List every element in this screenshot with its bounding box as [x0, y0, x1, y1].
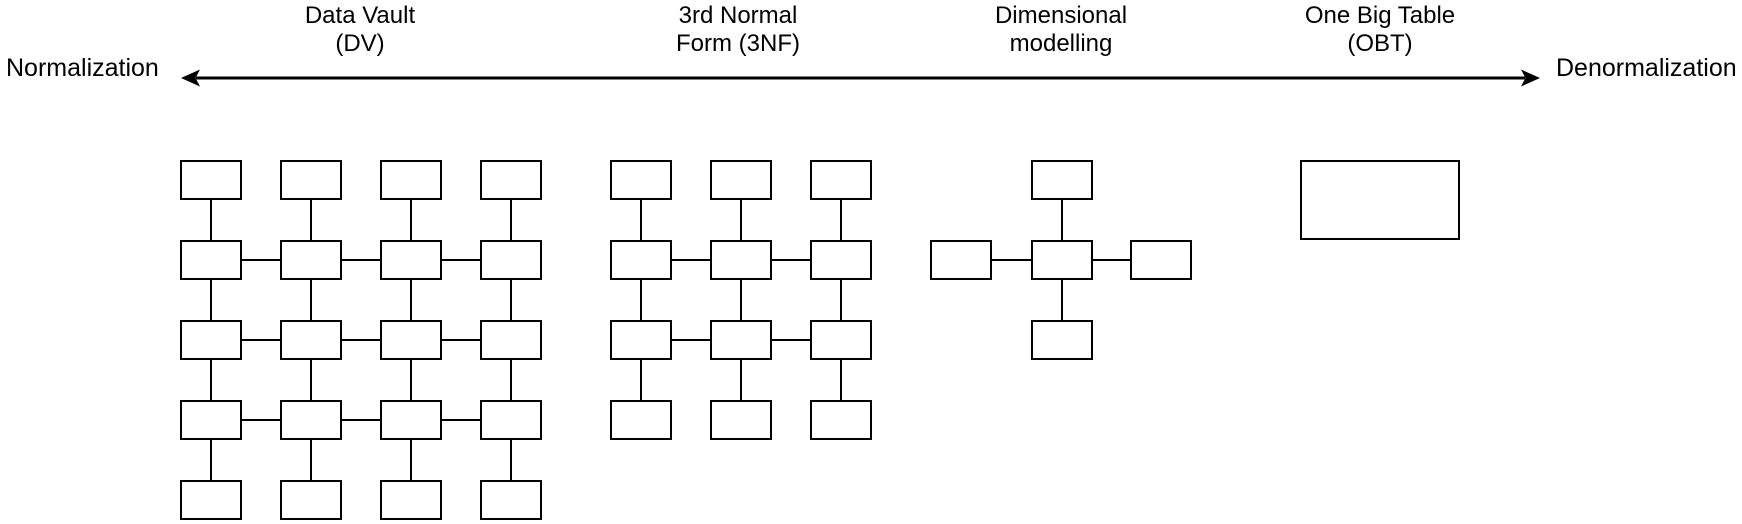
relationship-line: [510, 280, 512, 320]
table-box: [710, 320, 772, 360]
table-box: [180, 480, 242, 520]
approach-header-line1: Dimensional: [994, 2, 1128, 29]
approach-header-data-vault: Data Vault (DV): [250, 2, 470, 58]
table-box: [610, 160, 672, 200]
table-box: [810, 160, 872, 200]
relationship-line: [510, 440, 512, 480]
table-box: [610, 400, 672, 440]
relationship-line: [840, 280, 842, 320]
relationship-line: [510, 360, 512, 400]
table-box: [810, 320, 872, 360]
arrowhead-right-icon: [1521, 69, 1540, 87]
relationship-line: [1061, 200, 1063, 240]
relationship-line: [310, 360, 312, 400]
relationship-line: [310, 280, 312, 320]
table-box: [380, 400, 442, 440]
relationship-line: [442, 259, 480, 261]
table-box: [180, 240, 242, 280]
relationship-line: [840, 200, 842, 240]
approach-header-line1: One Big Table: [1304, 2, 1456, 29]
table-box: [180, 320, 242, 360]
relationship-line: [242, 419, 280, 421]
table-box: [380, 240, 442, 280]
approach-header-line2: Form (3NF): [676, 30, 800, 57]
table-box: [480, 240, 542, 280]
denormalization-label: Denormalization: [1556, 54, 1737, 82]
arrowhead-left-icon: [181, 69, 200, 87]
table-box: [380, 480, 442, 520]
table-box: [380, 160, 442, 200]
table-box: [810, 240, 872, 280]
relationship-line: [1061, 280, 1063, 320]
relationship-line: [672, 339, 710, 341]
relationship-line: [1093, 259, 1130, 261]
table-box: [1031, 160, 1093, 200]
table-box: [1130, 240, 1192, 280]
approach-header-3nf: 3rd Normal Form (3NF): [628, 2, 848, 58]
relationship-line: [740, 200, 742, 240]
approach-header-line1: 3rd Normal: [678, 2, 798, 29]
approach-header-line2: (OBT): [1347, 30, 1413, 57]
relationship-line: [210, 440, 212, 480]
relationship-line: [342, 259, 380, 261]
normalization-label: Normalization: [6, 54, 159, 82]
table-box: [480, 160, 542, 200]
relationship-line: [640, 280, 642, 320]
relationship-line: [410, 360, 412, 400]
relationship-line: [740, 360, 742, 400]
table-box: [280, 400, 342, 440]
relationship-line: [410, 440, 412, 480]
relationship-line: [310, 440, 312, 480]
table-box: [1031, 240, 1093, 280]
approach-header-line2: (DV): [335, 30, 385, 57]
table-box: [480, 480, 542, 520]
relationship-line: [310, 200, 312, 240]
table-box: [280, 160, 342, 200]
relationship-line: [342, 339, 380, 341]
table-box: [280, 320, 342, 360]
table-box: [710, 160, 772, 200]
relationship-line: [992, 259, 1031, 261]
relationship-line: [442, 339, 480, 341]
relationship-line: [442, 419, 480, 421]
table-box: [710, 400, 772, 440]
relationship-line: [740, 280, 742, 320]
table-box: [610, 240, 672, 280]
table-box: [280, 240, 342, 280]
approach-header-line2: modelling: [1009, 30, 1113, 57]
relationship-line: [242, 339, 280, 341]
table-box: [1300, 160, 1460, 240]
relationship-line: [672, 259, 710, 261]
approach-header-line1: Data Vault: [304, 2, 416, 29]
relationship-line: [410, 280, 412, 320]
relationship-line: [772, 259, 810, 261]
table-box: [710, 240, 772, 280]
table-box: [480, 320, 542, 360]
table-box: [180, 160, 242, 200]
relationship-line: [840, 360, 842, 400]
relationship-line: [640, 200, 642, 240]
table-box: [480, 400, 542, 440]
relationship-line: [640, 360, 642, 400]
table-box: [180, 400, 242, 440]
relationship-line: [210, 280, 212, 320]
relationship-line: [210, 200, 212, 240]
relationship-line: [772, 339, 810, 341]
relationship-line: [410, 200, 412, 240]
table-box: [1031, 320, 1093, 360]
approach-header-obt: One Big Table (OBT): [1270, 2, 1490, 58]
relationship-line: [242, 259, 280, 261]
relationship-line: [510, 200, 512, 240]
approach-header-dimensional: Dimensional modelling: [951, 2, 1171, 58]
table-box: [610, 320, 672, 360]
table-box: [280, 480, 342, 520]
relationship-line: [210, 360, 212, 400]
table-box: [810, 400, 872, 440]
table-box: [930, 240, 992, 280]
table-box: [380, 320, 442, 360]
relationship-line: [342, 419, 380, 421]
